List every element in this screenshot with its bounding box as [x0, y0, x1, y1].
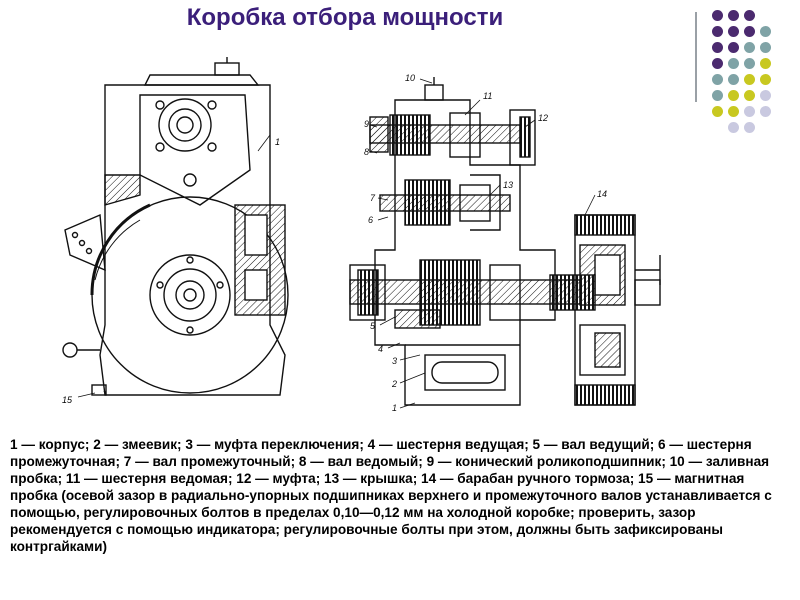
dot: [712, 58, 723, 69]
dot: [712, 10, 723, 21]
label-right-7: 7: [370, 193, 376, 203]
side-bracket: [64, 213, 106, 272]
dot: [760, 74, 771, 85]
dot: [728, 26, 739, 37]
dot: [728, 122, 739, 133]
housing-body: [99, 84, 286, 396]
filler-cap: [424, 84, 444, 101]
dot: [744, 10, 755, 21]
dot: [728, 58, 739, 69]
left-side-view: [62, 57, 289, 396]
coupling-12: [509, 109, 536, 166]
label-right-2: 2: [391, 379, 397, 389]
label-right-5: 5: [370, 321, 376, 331]
main-hub: [149, 254, 231, 336]
dot: [728, 90, 739, 101]
dot: [728, 42, 739, 53]
dot: [744, 58, 755, 69]
dot: [712, 106, 723, 117]
dot: [760, 26, 771, 37]
label-right-14: 14: [597, 189, 607, 199]
dot: [712, 42, 723, 53]
dot: [744, 26, 755, 37]
cover-13: [470, 174, 501, 231]
label-left-1: 1: [275, 137, 280, 147]
label-right-13: 13: [503, 180, 513, 190]
right-section-view: [349, 77, 661, 406]
dot: [744, 90, 755, 101]
dot: [728, 74, 739, 85]
label-right-8: 8: [364, 147, 369, 157]
dot: [744, 106, 755, 117]
label-right-6: 6: [368, 215, 373, 225]
dot: [760, 42, 771, 53]
dot: [744, 74, 755, 85]
dot: [760, 106, 771, 117]
dot: [760, 90, 771, 101]
dot: [744, 122, 755, 133]
label-left-15: 15: [62, 395, 73, 405]
slide-title: Коробка отбора мощности: [186, 4, 504, 31]
label-right-12: 12: [538, 113, 548, 123]
shift-coupling: [394, 309, 441, 329]
upper-bearing: [158, 98, 212, 152]
top-cap: [214, 62, 240, 76]
label-right-4: 4: [378, 344, 383, 354]
dot: [744, 42, 755, 53]
dot: [728, 10, 739, 21]
bearing-9: [369, 116, 389, 153]
label-right-9: 9: [364, 119, 369, 129]
dot: [712, 26, 723, 37]
label-right-1: 1: [392, 403, 397, 413]
magnetic-plug: [91, 384, 107, 396]
technical-drawing: 1 15: [62, 57, 661, 413]
top-flange: [143, 74, 260, 86]
dot: [728, 106, 739, 117]
coil-2: [424, 354, 506, 391]
dot: [712, 74, 723, 85]
caption-legend: 1 — корпус; 2 — змеевик; 3 — муфта перек…: [10, 437, 772, 554]
eye-bolt: [62, 342, 78, 358]
label-right-10: 10: [405, 73, 415, 83]
label-right-3: 3: [392, 356, 397, 366]
decorative-divider: [695, 12, 697, 102]
upper-bearing-plate: [139, 94, 251, 206]
intermediate-gear: [404, 179, 451, 226]
dot: [712, 90, 723, 101]
label-right-11: 11: [483, 91, 492, 101]
dot: [760, 58, 771, 69]
